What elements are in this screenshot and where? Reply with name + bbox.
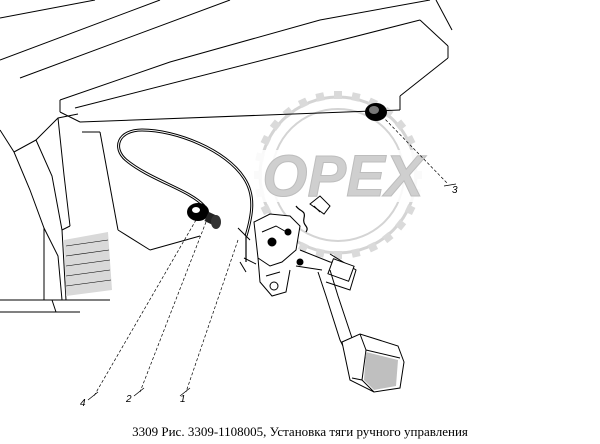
gear-tooth bbox=[404, 204, 416, 216]
gear-tooth bbox=[382, 231, 394, 244]
gear-tooth bbox=[269, 119, 282, 131]
gear-tooth bbox=[394, 119, 407, 131]
pillar-shading bbox=[64, 232, 112, 296]
gear-tooth bbox=[260, 204, 272, 216]
leader-ticks bbox=[87, 183, 457, 401]
gear-tooth bbox=[351, 248, 361, 258]
caption-title: Установка тяги ручного управления bbox=[269, 424, 468, 439]
throttle-cable bbox=[117, 128, 254, 262]
caption-figure: Рис. 3309-1108005, bbox=[161, 424, 270, 439]
watermark-text: OPEX bbox=[262, 144, 426, 209]
watermark: OPEX bbox=[248, 91, 438, 259]
gear-tooth bbox=[315, 248, 325, 258]
leader-lines bbox=[93, 115, 449, 397]
figure-caption: 3309 Рис. 3309-1108005, Установка тяги р… bbox=[0, 424, 600, 440]
callout-2: 2 bbox=[125, 394, 132, 405]
gear-tooth bbox=[282, 106, 294, 119]
gear-tooth bbox=[351, 92, 361, 102]
callout-4: 4 bbox=[80, 398, 86, 409]
pedal-bracket bbox=[239, 195, 357, 297]
pillar-hatch bbox=[65, 239, 112, 287]
caption-model: 3309 bbox=[132, 424, 162, 439]
gear-tooth bbox=[260, 134, 272, 146]
pedal-pad-shade bbox=[364, 352, 398, 390]
dashboard-outline bbox=[0, 0, 453, 313]
gear-tooth bbox=[404, 134, 416, 146]
hand-throttle-knob bbox=[187, 203, 221, 229]
callout-1: 1 bbox=[180, 394, 186, 405]
gear-tooth bbox=[334, 251, 342, 259]
gear-tooth bbox=[297, 97, 309, 109]
gear-tooth bbox=[334, 91, 342, 99]
gear-tooth bbox=[394, 219, 407, 231]
grommet bbox=[365, 103, 387, 121]
gear-tooth bbox=[367, 241, 379, 253]
callout-3: 3 bbox=[452, 185, 458, 196]
gear-tooth bbox=[315, 92, 325, 102]
